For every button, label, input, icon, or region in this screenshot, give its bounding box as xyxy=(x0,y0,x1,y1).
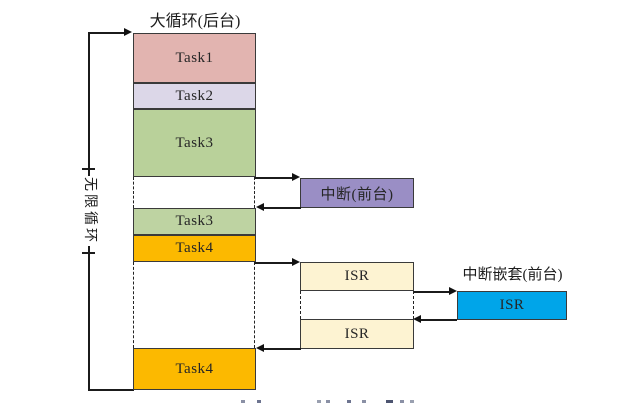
dashed-edge-isr-gap-right xyxy=(413,291,414,319)
arrow-isr-to-nested xyxy=(414,291,450,293)
arrowhead-loop-entry-icon xyxy=(124,28,132,36)
task-block-task3-resumed: Task3 xyxy=(133,208,256,235)
isr-nested-label: ISR xyxy=(499,297,525,313)
task4-first-label: Task4 xyxy=(175,240,214,256)
task3-resumed-label: Task3 xyxy=(175,213,214,229)
dashed-edge-gap1-left xyxy=(133,177,134,208)
arrowhead-to-interrupt-icon xyxy=(292,173,300,181)
nested-interrupt-title: 中断嵌套(前台) xyxy=(462,267,563,283)
dashed-edge-gap2-right xyxy=(254,262,255,348)
interrupt-foreground-label: 中断(前台) xyxy=(320,186,394,203)
arrowhead-nested-return-icon xyxy=(413,315,421,323)
dashed-edge-gap1-right xyxy=(254,177,255,208)
task3-first-label: Task3 xyxy=(175,134,214,151)
task1-label: Task1 xyxy=(175,49,214,66)
dashed-edge-isr-gap-left xyxy=(300,291,301,319)
arrow-nested-return xyxy=(421,319,457,321)
loop-line-top xyxy=(88,32,124,34)
task-block-task1: Task1 xyxy=(133,33,256,83)
arrow-interrupt-return xyxy=(263,207,301,209)
arrowhead-to-nested-isr-icon xyxy=(449,287,457,295)
loop-tick-bottom xyxy=(82,252,95,254)
background-loop-title: 大循环(后台) xyxy=(149,13,241,30)
dashed-edge-gap2-left xyxy=(133,262,134,348)
task-block-task4-first: Task4 xyxy=(133,235,256,262)
isr-box-resumed: ISR xyxy=(300,319,414,349)
task4-resumed-label: Task4 xyxy=(175,360,214,377)
cropped-caption-fragments xyxy=(0,400,641,405)
arrow-isr-return-to-task4 xyxy=(263,348,301,350)
isr-box-first: ISR xyxy=(300,262,414,291)
isr-resumed-label: ISR xyxy=(344,325,370,342)
task2-label: Task2 xyxy=(175,87,214,104)
isr-first-label: ISR xyxy=(344,268,370,284)
arrow-task4-to-isr xyxy=(255,262,293,264)
arrowhead-interrupt-return-icon xyxy=(256,203,264,211)
infinite-loop-label: 无限循环 xyxy=(80,176,98,246)
task-block-task4-resumed: Task4 xyxy=(133,348,256,390)
task-block-task2: Task2 xyxy=(133,83,256,109)
loop-line-bottom xyxy=(88,389,134,391)
arrowhead-to-isr-icon xyxy=(292,258,300,266)
interrupt-foreground-box: 中断(前台) xyxy=(300,178,414,208)
arrow-task3-to-interrupt xyxy=(255,177,293,179)
arrowhead-isr-return-icon xyxy=(256,344,264,352)
loop-tick-top xyxy=(82,168,95,170)
task-block-task3-first: Task3 xyxy=(133,109,256,177)
isr-box-nested: ISR xyxy=(457,291,567,320)
